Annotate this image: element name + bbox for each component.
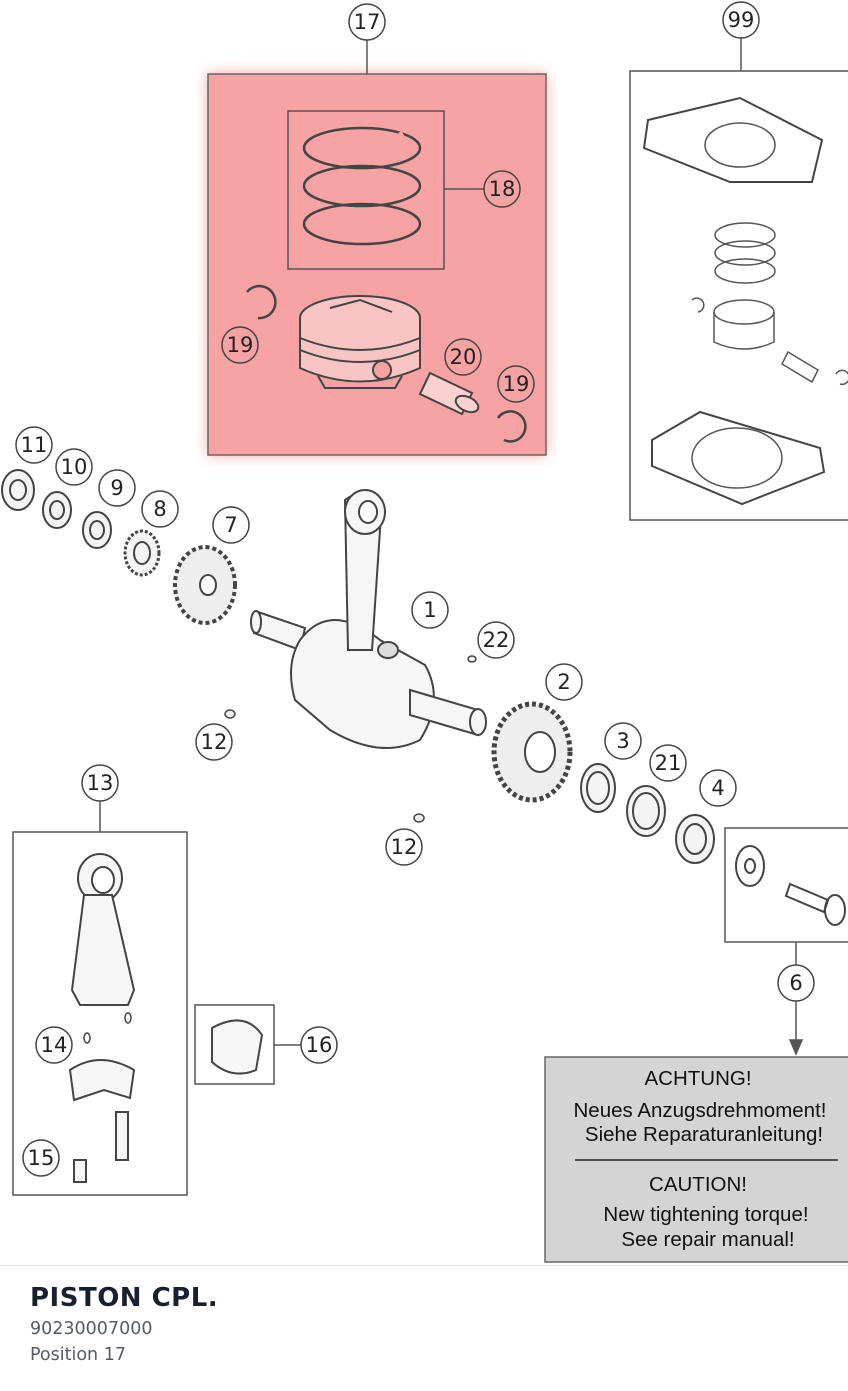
svg-text:3: 3 (616, 729, 629, 753)
bearing-shell-16[interactable] (194, 1004, 302, 1085)
callout-21[interactable]: 21 (649, 744, 687, 782)
exploded-parts-diagram: ACHTUNG! Neues Anzugsdrehmoment! Siehe R… (1, 1, 848, 1263)
circlip-19-left[interactable] (246, 284, 277, 320)
piston-rings-18[interactable] (302, 126, 422, 246)
svg-text:6: 6 (789, 971, 802, 995)
callout-14[interactable]: 14 (35, 1026, 73, 1064)
svg-text:12: 12 (391, 835, 418, 859)
gasket-kit-99[interactable] (629, 37, 848, 521)
callout-10[interactable]: 10 (55, 448, 93, 486)
svg-text:14: 14 (41, 1033, 68, 1057)
callout-16[interactable]: 16 (300, 1026, 338, 1064)
callout-17[interactable]: 17 (348, 3, 386, 41)
svg-text:10: 10 (61, 455, 88, 479)
callout-6[interactable]: 6 (777, 964, 815, 1002)
svg-text:2: 2 (557, 670, 570, 694)
callout-18[interactable]: 18 (483, 170, 521, 208)
callout-2[interactable]: 2 (545, 663, 583, 701)
callout-15[interactable]: 15 (22, 1139, 60, 1177)
callout-3[interactable]: 3 (604, 722, 642, 760)
part-position: Position 17 (30, 1345, 126, 1365)
svg-text:11: 11 (21, 433, 48, 457)
shaft-end-parts[interactable] (1, 469, 237, 625)
svg-text:7: 7 (224, 513, 237, 537)
callout-12-left[interactable]: 12 (195, 723, 233, 761)
callout-19-left[interactable]: 19 (221, 326, 259, 364)
svg-text:20: 20 (450, 345, 477, 369)
svg-text:19: 19 (227, 333, 254, 357)
warning-de-line2: Siehe Reparaturanleitung! (585, 1123, 823, 1146)
selected-part-panel: PISTON CPL. 90230007000 Position 17 (0, 1265, 848, 1391)
callout-22[interactable]: 22 (477, 621, 515, 659)
woodruff-keys[interactable] (224, 655, 477, 823)
callout-12-right[interactable]: 12 (385, 828, 423, 866)
svg-text:17: 17 (354, 10, 381, 34)
fastener-box-6[interactable] (724, 827, 848, 1056)
callout-20[interactable]: 20 (444, 338, 482, 376)
callout-4[interactable]: 4 (699, 769, 737, 807)
svg-text:21: 21 (655, 751, 682, 775)
callout-7[interactable]: 7 (212, 506, 250, 544)
svg-text:4: 4 (711, 776, 724, 800)
warning-de-title: ACHTUNG! (644, 1067, 751, 1090)
callout-99[interactable]: 99 (722, 1, 760, 39)
svg-text:15: 15 (28, 1146, 55, 1170)
warning-box: ACHTUNG! Neues Anzugsdrehmoment! Siehe R… (544, 1056, 848, 1263)
part-name: PISTON CPL. (30, 1283, 219, 1313)
svg-text:16: 16 (306, 1033, 333, 1057)
svg-text:1: 1 (423, 598, 436, 622)
svg-text:8: 8 (153, 497, 166, 521)
piston-group-17[interactable] (207, 40, 547, 456)
svg-text:19: 19 (503, 372, 530, 396)
warning-en-title: CAUTION! (649, 1173, 747, 1196)
part-number: 90230007000 (30, 1319, 153, 1339)
svg-text:22: 22 (483, 628, 510, 652)
svg-text:9: 9 (110, 476, 123, 500)
drive-side-parts[interactable] (491, 701, 715, 864)
piston-body[interactable] (299, 295, 421, 389)
callout-1[interactable]: 1 (411, 591, 449, 629)
svg-text:99: 99 (728, 8, 755, 32)
warning-en-line1: New tightening torque! (603, 1203, 808, 1226)
svg-text:18: 18 (489, 177, 516, 201)
conrod-box-13[interactable] (12, 800, 188, 1196)
callout-8[interactable]: 8 (141, 490, 179, 528)
diagram-svg: ACHTUNG! Neues Anzugsdrehmoment! Siehe R… (1, 1, 848, 1263)
piston-pin-20[interactable] (418, 371, 481, 416)
warning-de-line1: Neues Anzugsdrehmoment! (574, 1099, 827, 1122)
warning-en-line2: See repair manual! (621, 1228, 794, 1251)
svg-text:12: 12 (201, 730, 228, 754)
callout-11[interactable]: 11 (15, 426, 53, 464)
svg-text:13: 13 (87, 771, 114, 795)
crankshaft-1[interactable] (250, 489, 487, 749)
callout-13[interactable]: 13 (81, 764, 119, 802)
callout-19-right[interactable]: 19 (497, 365, 535, 403)
callout-9[interactable]: 9 (98, 469, 136, 507)
circlip-19-right[interactable] (496, 410, 527, 443)
